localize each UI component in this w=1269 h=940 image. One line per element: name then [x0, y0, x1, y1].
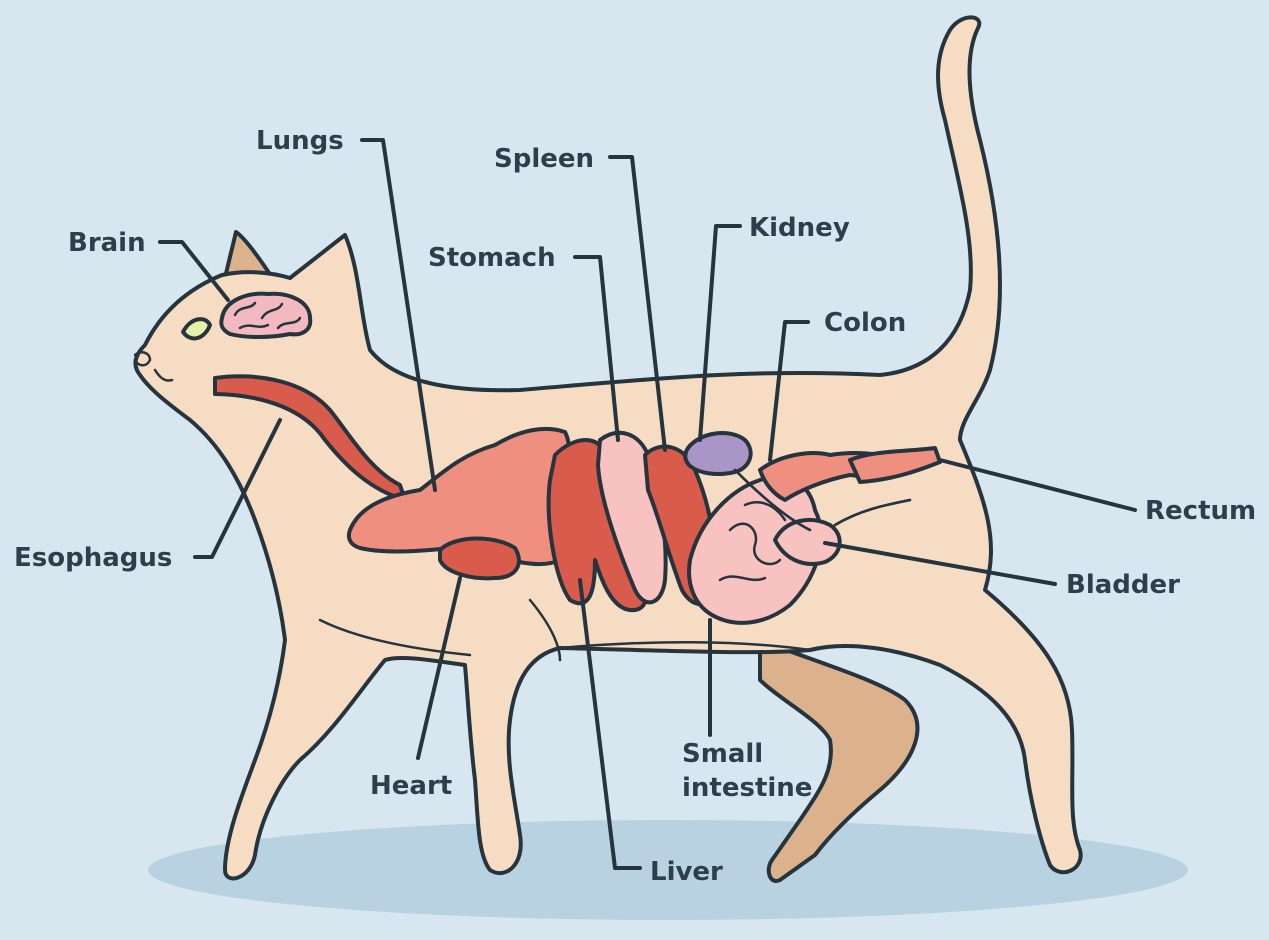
- heart-organ: [440, 538, 519, 578]
- label-kidney: Kidney: [749, 213, 850, 243]
- label-heart: Heart: [370, 771, 452, 801]
- label-rectum: Rectum: [1145, 496, 1256, 526]
- label-stomach: Stomach: [428, 243, 556, 273]
- label-esophagus: Esophagus: [14, 543, 172, 573]
- label-brain: Brain: [68, 228, 146, 258]
- label-liver: Liver: [650, 857, 723, 887]
- label-lungs: Lungs: [256, 126, 344, 156]
- label-small-intestine-line2: intestine: [682, 773, 812, 803]
- label-small-intestine-line1: Small: [682, 739, 763, 769]
- label-colon: Colon: [824, 308, 906, 338]
- label-bladder: Bladder: [1066, 570, 1180, 600]
- label-spleen: Spleen: [494, 144, 594, 174]
- brain-organ: [221, 294, 310, 337]
- kidney-organ: [685, 433, 750, 474]
